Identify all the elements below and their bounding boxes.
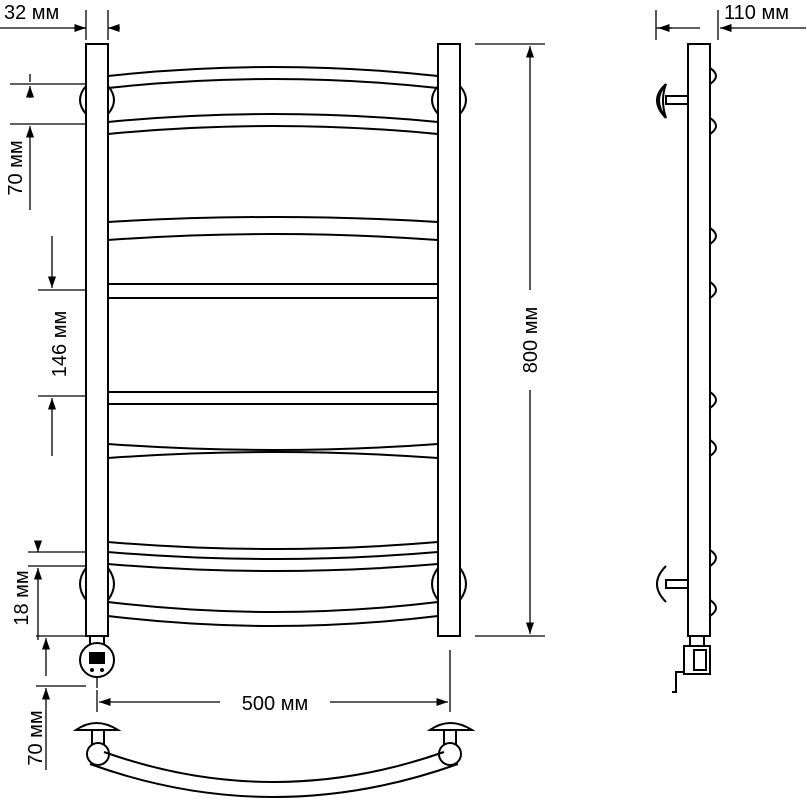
side-brackets: [656, 83, 689, 603]
dim-upper-left: 70 мм: [5, 140, 27, 195]
side-view: [656, 43, 717, 693]
dim-middle-left: 146 мм: [49, 311, 71, 377]
dimension-lines: [0, 10, 806, 770]
front-view: [72, 43, 476, 798]
side-connector: [672, 635, 711, 693]
rungs: [107, 66, 439, 627]
dim-top-right: 110 мм: [724, 2, 789, 24]
bottom-view: [72, 722, 476, 798]
dim-width: 500 мм: [242, 693, 308, 715]
side-rung-ends: [709, 67, 717, 617]
right-post: [437, 43, 461, 637]
dim-lower-left: 18 мм: [11, 570, 33, 625]
front-brackets: [79, 85, 467, 601]
dim-bottom-left: 70 мм: [25, 710, 47, 765]
heater-connector: [79, 635, 115, 688]
left-post: [85, 43, 109, 637]
dimension-labels: 32 мм 110 мм 800 мм 500 мм 70 мм 146 мм …: [4, 2, 789, 766]
dim-height: 800 мм: [520, 307, 542, 373]
dim-top-left: 32 мм: [4, 2, 59, 24]
